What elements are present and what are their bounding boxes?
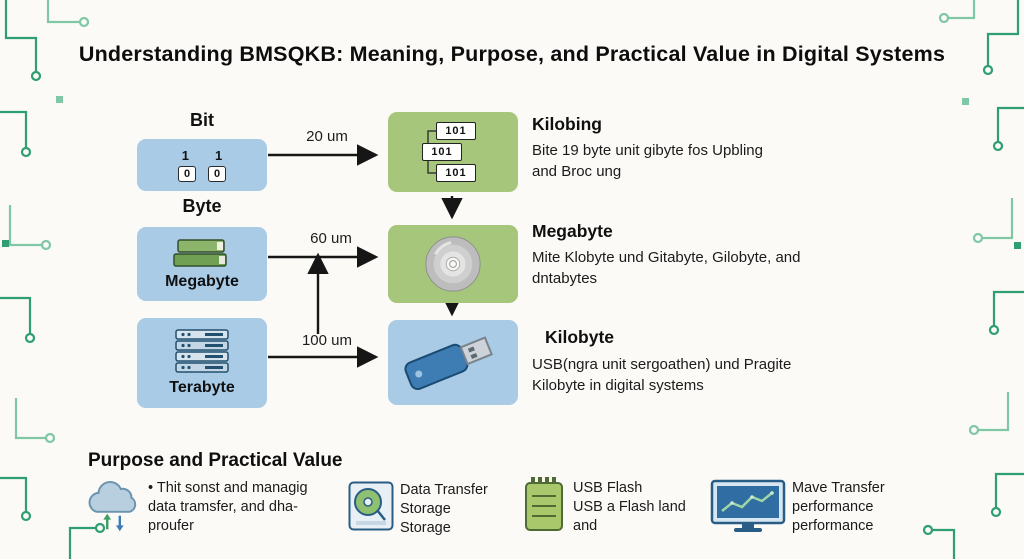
- bottom-text-performance: Mave Transfer performance performance: [792, 480, 885, 535]
- bottom-text-storage: Data Transfer Storage Storage: [400, 482, 488, 537]
- monitor-performance-icon: [710, 479, 786, 540]
- purpose-heading: Purpose and Practical Value: [88, 450, 343, 471]
- cd-disc-icon: [425, 236, 481, 292]
- right-body-megabyte: Mite Klobyte und Gitabyte, Gilobyte, and…: [532, 249, 801, 287]
- books-icon: [173, 239, 227, 267]
- bit-zeros-row: 0 0: [178, 165, 226, 182]
- bit-zero-chip: 0: [208, 165, 226, 182]
- arrow-label-60um: 60 um: [310, 230, 352, 247]
- circuit-decoration-right: [922, 0, 1024, 559]
- binary-chips-box: 101 101 101: [388, 112, 518, 192]
- usb-box: [388, 320, 518, 405]
- usb-drive-icon: [398, 321, 509, 404]
- right-heading-megabyte: Megabyte: [532, 221, 613, 241]
- binary-chip-icon: 101: [436, 122, 476, 140]
- usb-flash-icon: [523, 477, 565, 538]
- cloud-transfer-icon: [84, 478, 144, 541]
- megabyte-box: Megabyte: [137, 227, 267, 301]
- bit-box: 1 1 0 0: [137, 139, 267, 191]
- terabyte-box: Terabyte: [137, 318, 267, 408]
- cd-box: [388, 225, 518, 303]
- right-body-kilobing: Bite 19 byte unit gibyte fos Upbling and…: [532, 142, 763, 180]
- byte-label: Byte: [182, 196, 222, 216]
- right-heading-kilobyte: Kilobyte: [545, 327, 615, 347]
- arrow-label-100um: 100 um: [301, 332, 353, 349]
- bit-zero-chip: 0: [178, 165, 196, 182]
- bit-ones-row: 1 1: [182, 149, 222, 162]
- binary-chip-icon: 101: [422, 143, 462, 161]
- right-heading-kilobing: Kilobing: [532, 114, 602, 134]
- bit-label: Bit: [190, 110, 214, 130]
- circuit-decoration-left: [0, 0, 106, 559]
- hard-disk-icon: [348, 481, 394, 536]
- arrow-label-20um: 20 um: [306, 128, 348, 145]
- bottom-text-transfer: • Thit sonst and managig data tramsfer, …: [148, 480, 308, 535]
- bit-one: 1: [181, 147, 189, 163]
- terabyte-caption: Terabyte: [169, 379, 235, 396]
- right-body-kilobyte: USB(ngra unit sergoathen) und Pragite Ki…: [532, 356, 792, 394]
- page-title: Understanding BMSQKB: Meaning, Purpose, …: [78, 42, 946, 66]
- megabyte-caption: Megabyte: [165, 273, 239, 290]
- bottom-text-usbflash: USB Flash USB a Flash land and: [573, 480, 686, 535]
- bit-one: 1: [215, 147, 223, 163]
- server-stack-icon: [175, 329, 229, 373]
- binary-chip-icon: 101: [436, 164, 476, 182]
